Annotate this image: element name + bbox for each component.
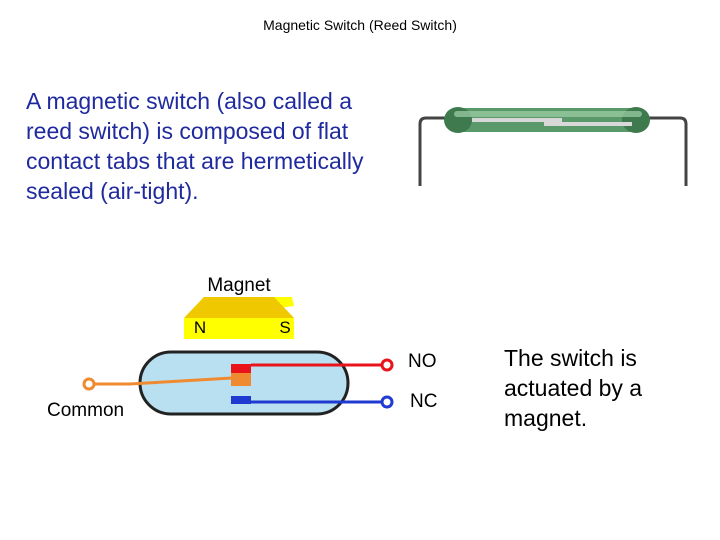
- side-text: The switch is actuated by a magnet.: [504, 345, 643, 431]
- south-pole-label: S: [279, 318, 290, 337]
- no-label: NO: [408, 351, 437, 372]
- common-wire: [94, 376, 233, 386]
- nc-label: NC: [410, 391, 437, 412]
- intro-text: A magnetic switch (also called a reed sw…: [26, 88, 364, 204]
- north-pole-label: N: [194, 318, 206, 337]
- common-label: Common: [47, 400, 124, 421]
- slide-title: Magnetic Switch (Reed Switch): [263, 17, 457, 33]
- reed-switch-photo: [418, 107, 688, 186]
- magnet-label: Magnet: [207, 275, 271, 296]
